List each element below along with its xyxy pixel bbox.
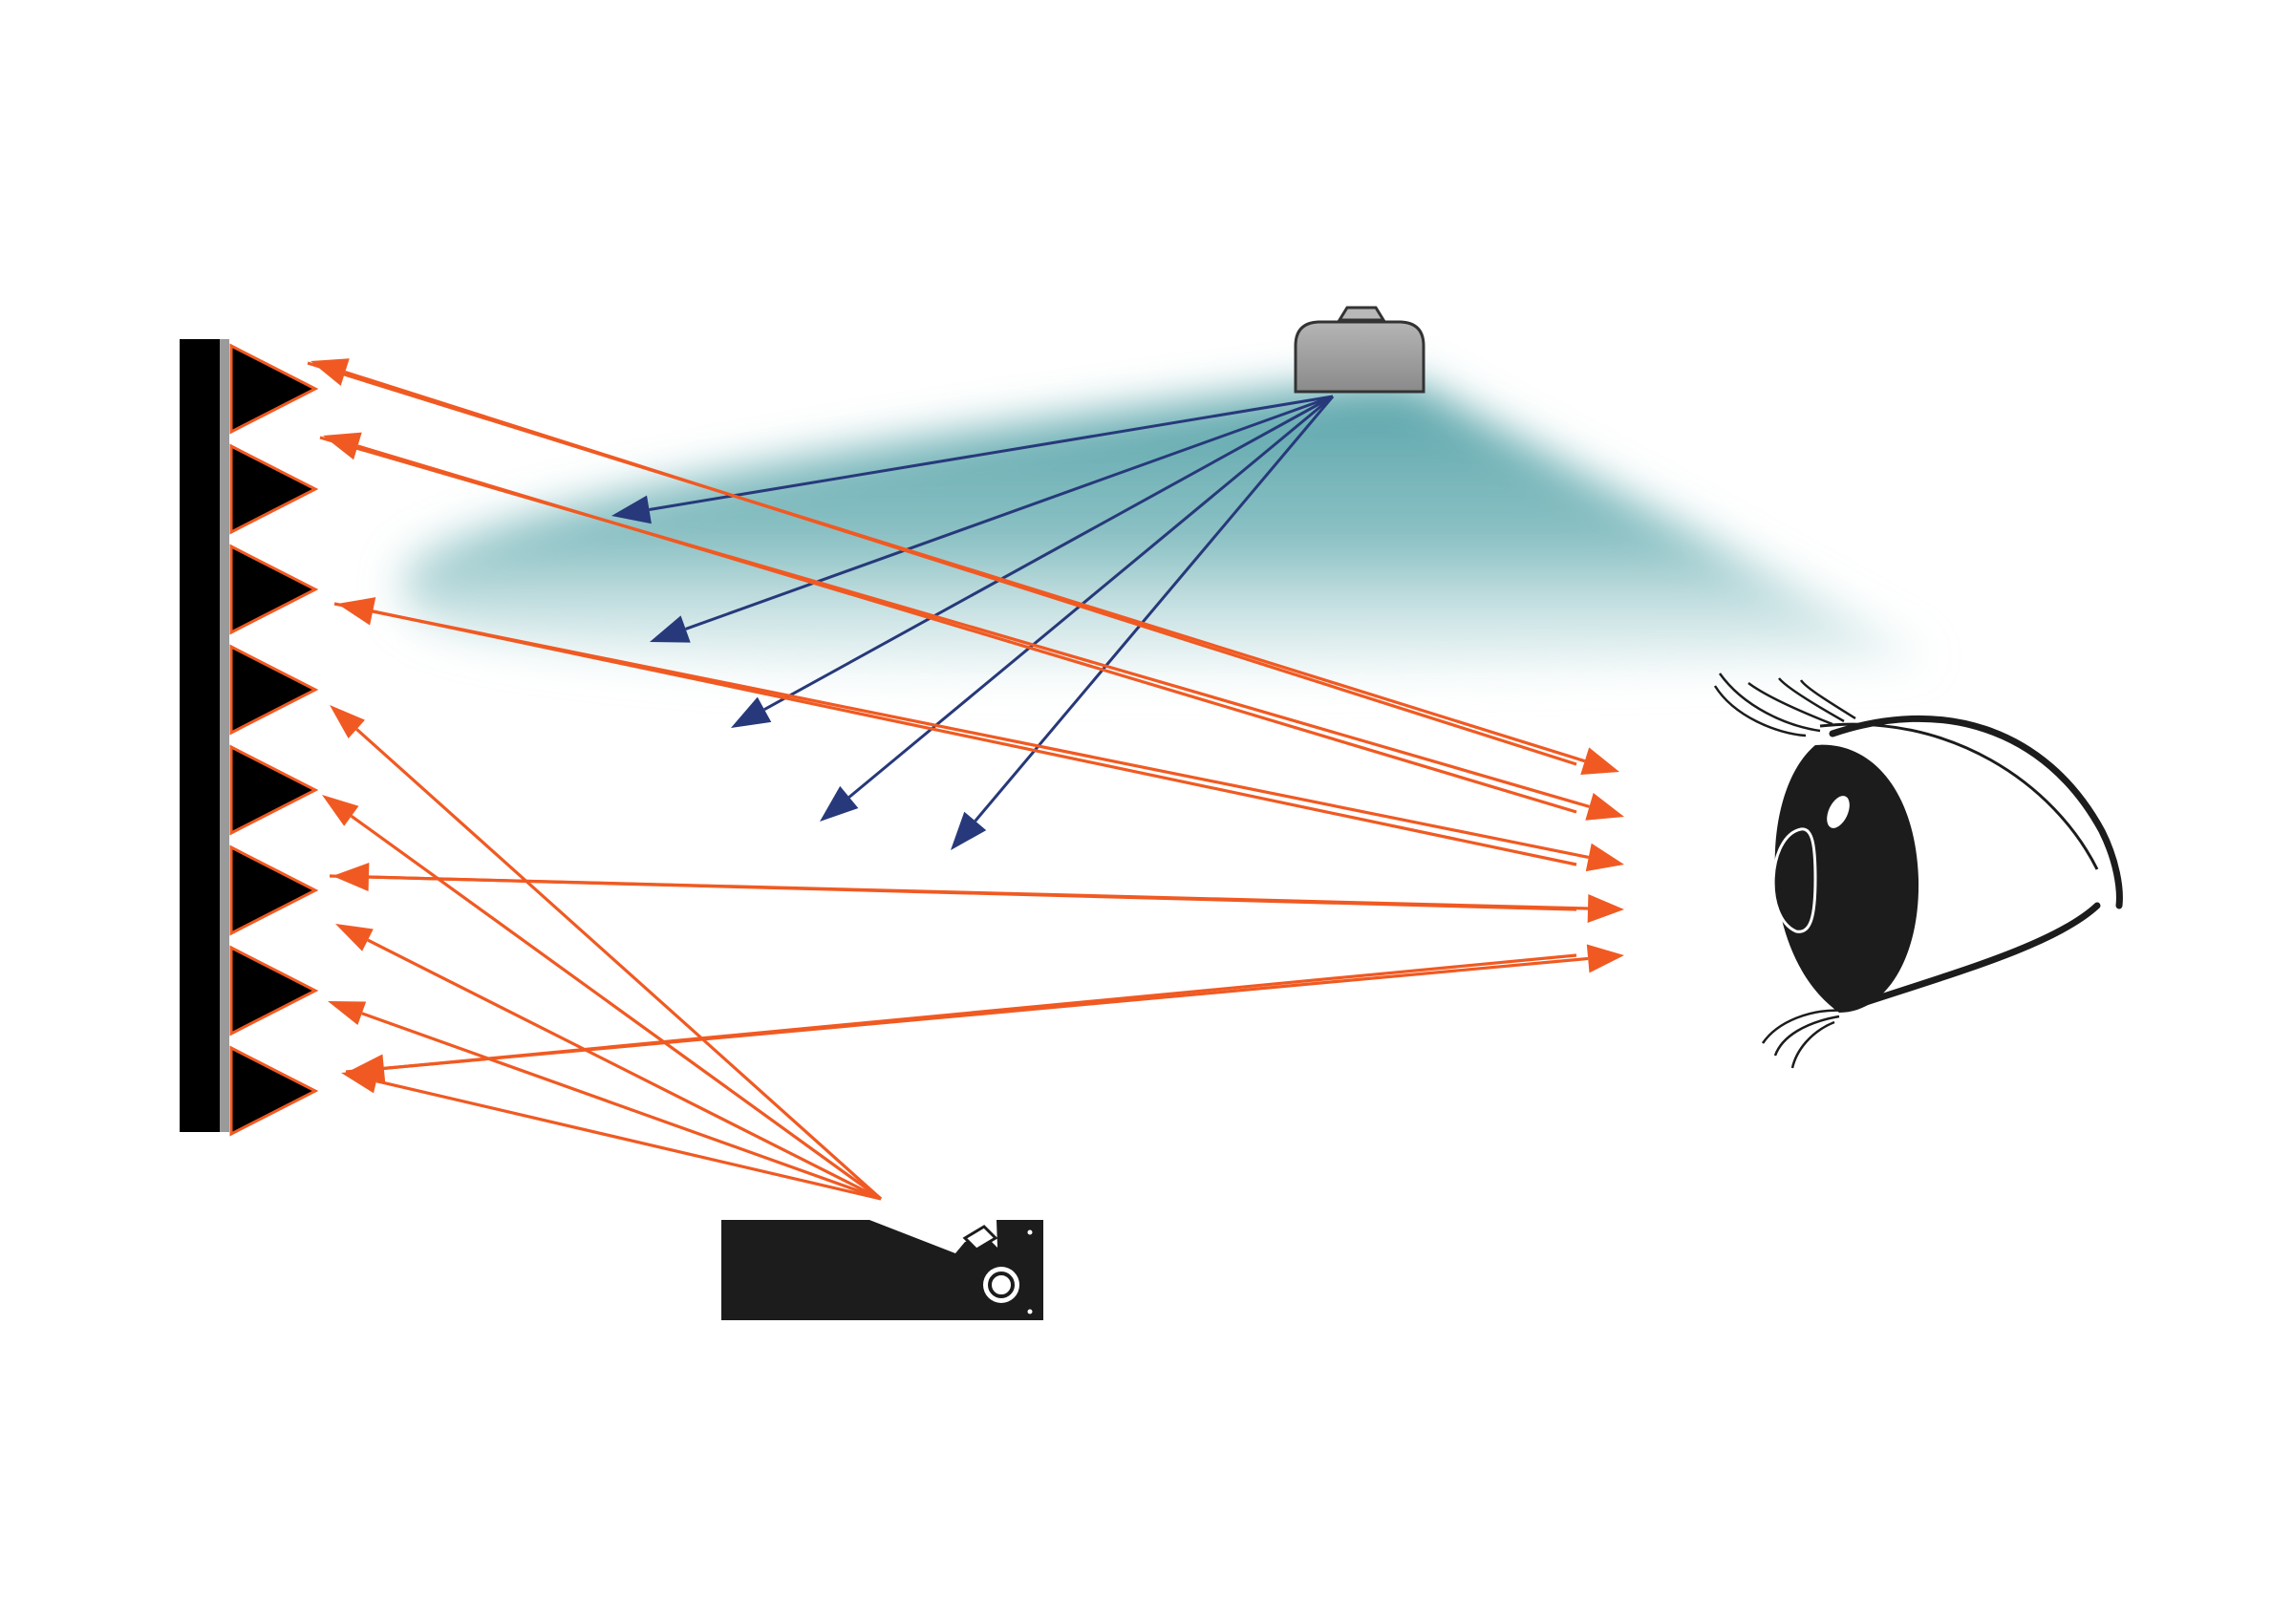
- prism-1: [229, 343, 319, 435]
- ambient-light-cone: [402, 382, 1930, 674]
- ambient-ray-arrow-2: [650, 395, 1334, 643]
- prism-6: [229, 844, 319, 936]
- projector-icon: [721, 1220, 1043, 1320]
- prism-4: [229, 644, 319, 736]
- ceiling-light-icon: [1294, 306, 1425, 394]
- reflective-screen: [180, 339, 319, 1137]
- ambient-ray-arrow-1: [611, 395, 1334, 524]
- reflected-ray-to-screen-2: [323, 432, 1577, 814]
- prism-8: [229, 1045, 319, 1137]
- screen-prisms: [229, 343, 319, 1137]
- prism-3: [229, 544, 319, 635]
- screen-edge: [220, 339, 229, 1132]
- prism-5: [229, 744, 319, 836]
- reflected-ray-to-eye-4: [329, 874, 1624, 924]
- projector-ray-4: [328, 1001, 882, 1201]
- light-cone-shape: [402, 382, 1930, 674]
- projector-ray-3: [335, 924, 882, 1201]
- eye-icon: [1713, 673, 2123, 1069]
- screen-backing: [180, 339, 220, 1132]
- ray-arrows: [307, 358, 1624, 1201]
- prism-2: [229, 443, 319, 535]
- projector-ray-2: [322, 795, 882, 1201]
- projector-ray-5: [341, 1068, 882, 1201]
- prism-7: [229, 945, 319, 1036]
- projector-ray-1: [330, 705, 883, 1201]
- ambient-ray-arrow-4: [820, 395, 1334, 822]
- reflected-ray-to-screen-5: [348, 953, 1577, 1083]
- reflected-ray-to-screen-1: [311, 358, 1577, 766]
- reflected-ray-to-screen-3: [337, 597, 1577, 866]
- reflected-ray-to-screen-4: [332, 863, 1577, 911]
- ambient-ray-arrow-3: [731, 395, 1334, 728]
